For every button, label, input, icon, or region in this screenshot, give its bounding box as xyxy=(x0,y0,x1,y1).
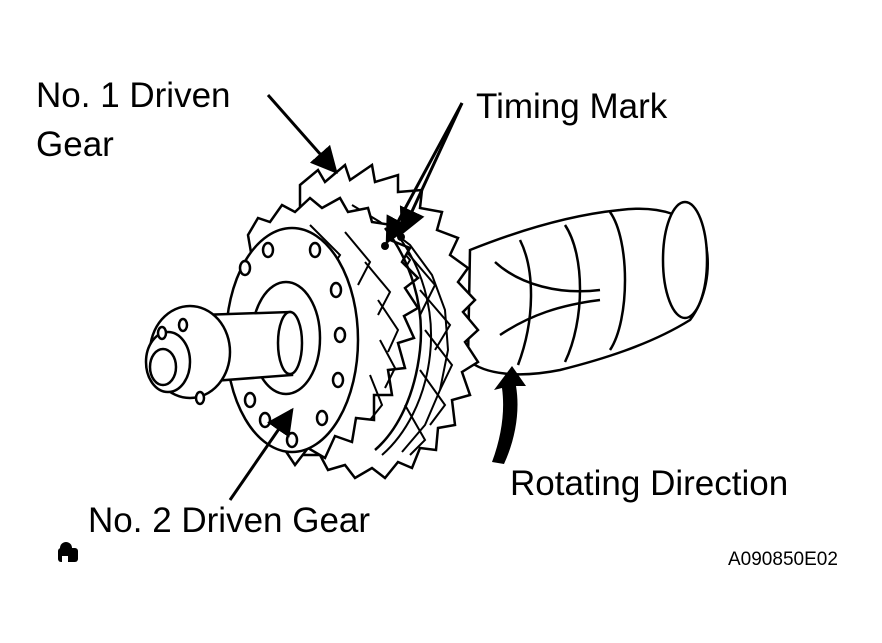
rotation-arrow-icon xyxy=(492,366,526,464)
figure-code: A090850E02 xyxy=(728,549,838,570)
no1-driven-gear-label-line2: Gear xyxy=(36,125,114,164)
timing-mark-leader-2 xyxy=(399,102,464,236)
reference-icon xyxy=(58,542,78,562)
leader-lines xyxy=(228,94,464,501)
rotating-direction-label: Rotating Direction xyxy=(510,464,789,503)
camshaft xyxy=(466,200,709,376)
no1-gear-leader xyxy=(266,94,338,175)
no1-driven-gear-label-line1: No. 1 Driven xyxy=(36,76,231,115)
timing-mark-label: Timing Mark xyxy=(476,87,668,126)
timing-mark-leader-1 xyxy=(385,102,464,245)
no2-driven-gear-label: No. 2 Driven Gear xyxy=(88,501,371,540)
no2-gear-leader xyxy=(228,407,294,501)
shaft-nose xyxy=(144,304,304,406)
